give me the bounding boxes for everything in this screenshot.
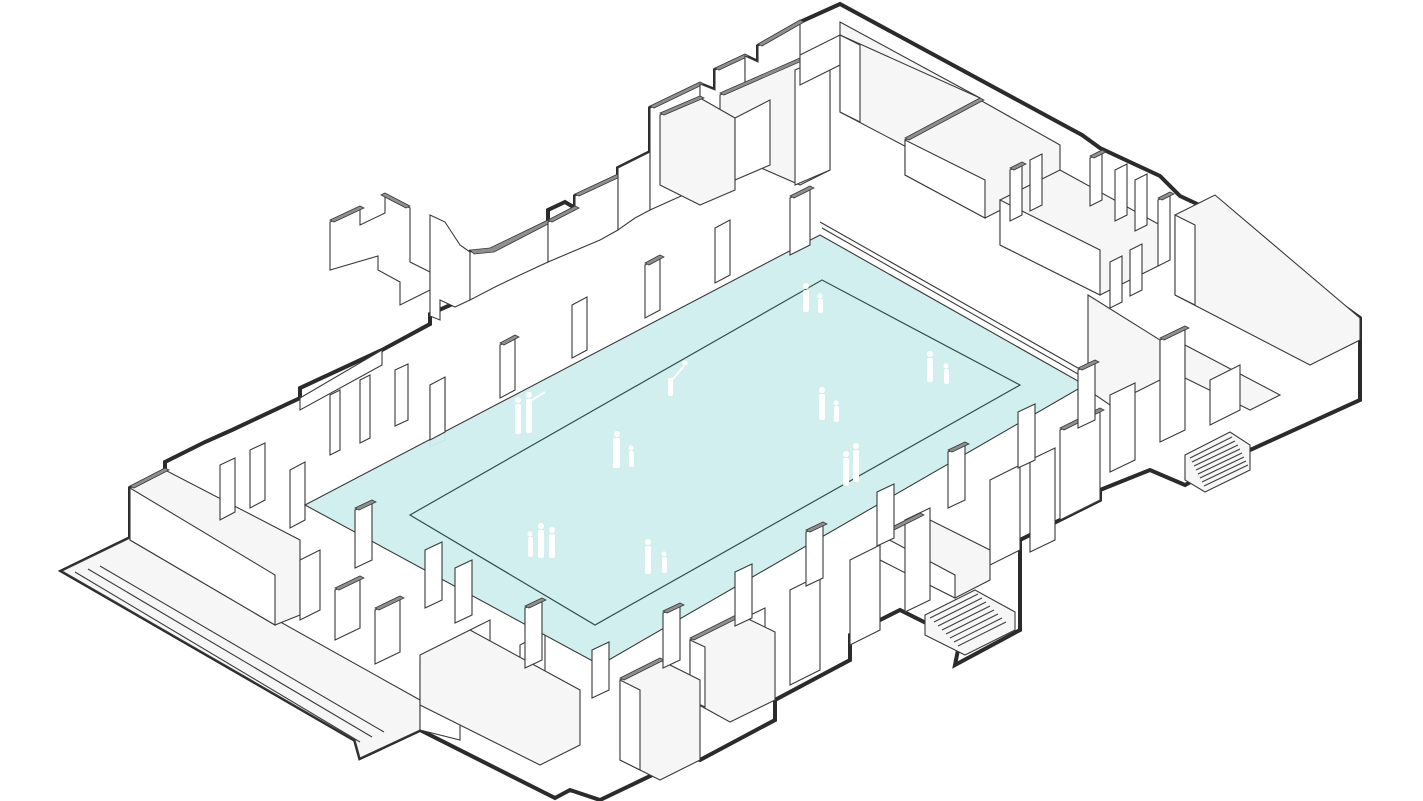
central-hall [303,185,1100,699]
person-group [527,523,555,558]
person-group [927,351,949,384]
person-group [515,391,546,434]
person-group [803,283,823,313]
person-group [668,360,688,396]
people-silhouettes [515,283,949,574]
person-group [645,539,667,574]
south-west-entrance-platform [60,349,581,766]
north-east-wing-rooms [839,34,1361,366]
north-west-wing-rooms [329,19,981,321]
person-group [843,443,859,486]
east-staircase [1184,431,1251,493]
south-east-rooms [619,507,991,781]
person-group [613,431,634,468]
south-staircase [924,589,1016,656]
person-group [819,387,839,422]
